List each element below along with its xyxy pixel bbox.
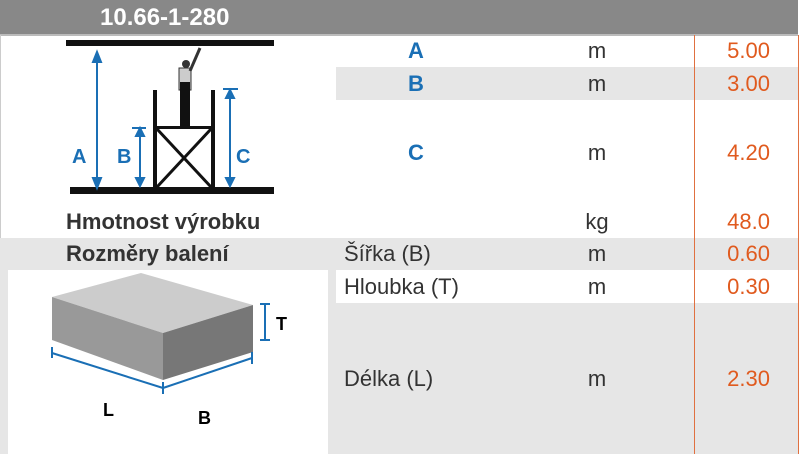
dim-b-label: B — [117, 146, 131, 168]
pkg-depth-value: 0.30 — [727, 273, 770, 299]
pkg-width-unit: m — [587, 241, 607, 266]
dim-c-value: 4.20 — [727, 139, 770, 165]
pkg-depth-unit: m — [587, 273, 607, 299]
dim-b-value: 3.00 — [727, 70, 770, 96]
dim-b-name: B — [408, 70, 424, 96]
pkg-length-value: 2.30 — [727, 365, 770, 391]
value-column-divider — [694, 35, 695, 454]
table-right-border — [798, 35, 799, 454]
row-bg — [328, 270, 336, 454]
row-bg — [336, 67, 798, 100]
row-bg — [336, 303, 798, 454]
weight-label: Hmotnost výrobku — [66, 208, 261, 234]
package-diagram: L B T — [51, 273, 287, 428]
pkg-width-label: Šířka (B) — [344, 241, 431, 266]
scaffold-diagram: A B C — [66, 40, 274, 194]
box-b-label: B — [198, 408, 211, 428]
pkg-length-label: Délka (L) — [344, 365, 434, 391]
weight-unit: kg — [585, 208, 609, 234]
pkg-depth-label: Hloubka (T) — [344, 273, 459, 299]
pkg-width-value: 0.60 — [727, 241, 770, 266]
dim-a-name: A — [408, 38, 424, 63]
product-code: 10.66-1-280 — [100, 4, 230, 31]
dim-b-unit: m — [587, 70, 607, 96]
row-bg — [0, 238, 798, 270]
table-left-border — [0, 35, 1, 238]
header-bar: 10.66-1-280 — [0, 0, 798, 36]
packaging-label: Rozměry balení — [66, 241, 229, 266]
dim-a-label: A — [72, 146, 86, 168]
dim-c-unit: m — [587, 139, 607, 165]
dim-a-unit: m — [587, 38, 607, 63]
row-bg — [0, 270, 8, 454]
box-l-label: L — [103, 400, 114, 420]
worker-icon — [178, 47, 202, 126]
box-t-label: T — [276, 314, 287, 334]
dim-a-value: 5.00 — [727, 38, 770, 63]
pkg-length-unit: m — [587, 365, 607, 391]
weight-value: 48.0 — [727, 208, 770, 234]
dim-c-name: C — [408, 139, 424, 165]
dim-c-label: C — [236, 146, 250, 168]
